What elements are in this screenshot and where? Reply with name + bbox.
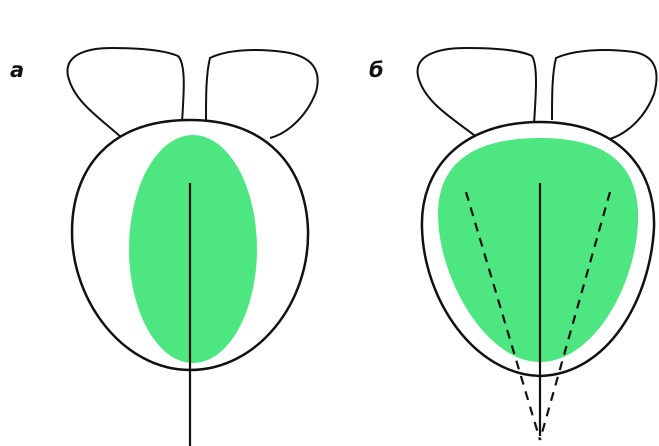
- panel-b: [418, 48, 657, 440]
- panel-a-green-fill: [129, 135, 257, 363]
- panel-a: [67, 48, 317, 446]
- panel-a-label: а: [10, 60, 24, 81]
- panel-b-label: б: [369, 60, 384, 81]
